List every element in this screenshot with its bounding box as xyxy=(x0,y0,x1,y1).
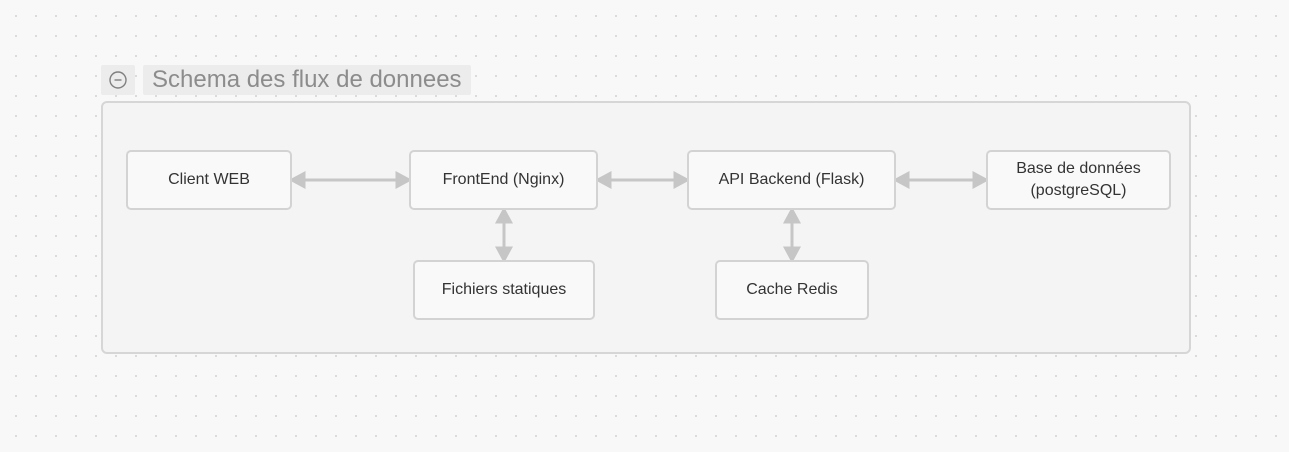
node-label: Fichiers statiques xyxy=(441,281,567,298)
edge-frontend-api[interactable] xyxy=(594,170,691,190)
node-cache-redis[interactable]: Cache Redis xyxy=(715,260,869,320)
group-title[interactable]: Schema des flux de donnees xyxy=(143,65,471,95)
edge-api-cache[interactable] xyxy=(782,206,802,264)
group-frame xyxy=(101,101,1191,354)
node-label: Base de données (postgreSQL) xyxy=(1016,160,1141,199)
edge-frontend-static[interactable] xyxy=(494,206,514,264)
collapse-minus-icon[interactable] xyxy=(101,65,135,95)
node-api-backend[interactable]: API Backend (Flask) xyxy=(687,150,896,210)
node-frontend-nginx[interactable]: FrontEnd (Nginx) xyxy=(409,150,598,210)
node-static-files[interactable]: Fichiers statiques xyxy=(413,260,595,320)
node-label: FrontEnd (Nginx) xyxy=(442,171,565,188)
group-header: Schema des flux de donnees xyxy=(101,65,471,95)
node-label: Client WEB xyxy=(168,171,250,188)
node-label: Cache Redis xyxy=(746,281,838,298)
node-database[interactable]: Base de données (postgreSQL) xyxy=(986,150,1171,210)
edge-client-frontend[interactable] xyxy=(288,170,413,190)
edge-api-db[interactable] xyxy=(892,170,990,190)
node-label: API Backend (Flask) xyxy=(718,171,865,188)
node-client-web[interactable]: Client WEB xyxy=(126,150,292,210)
